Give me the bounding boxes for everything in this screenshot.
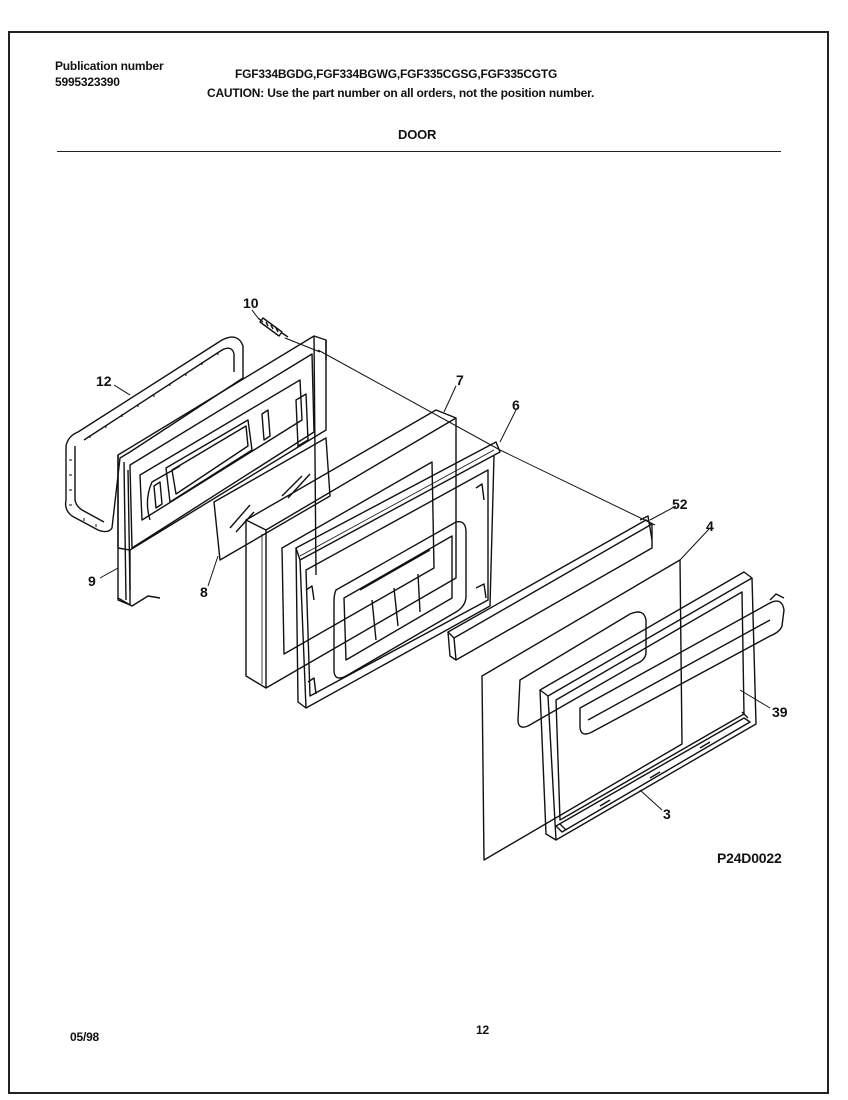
figure-code: P24D0022 [717, 850, 782, 866]
model-numbers: FGF334BGDG,FGF334BGWG,FGF335CGSG,FGF335C… [235, 67, 558, 81]
callout-39: 39 [772, 704, 788, 720]
publication-label: Publication number [55, 59, 164, 73]
callout-7: 7 [456, 372, 464, 388]
leader-lines [99, 309, 771, 811]
callout-3: 3 [663, 806, 671, 822]
header-divider [57, 151, 781, 152]
callout-8: 8 [200, 584, 208, 600]
page-number: 12 [476, 1023, 489, 1037]
part-52-trim-strip [447, 515, 653, 661]
callout-9: 9 [88, 573, 96, 589]
callout-12: 12 [96, 373, 112, 389]
publication-number: 5995323390 [55, 75, 120, 89]
part-9-inner-liner [117, 335, 327, 607]
part-8-window-glass [213, 437, 331, 561]
part-6-inner-panel [295, 441, 501, 709]
callout-10: 10 [243, 295, 259, 311]
callout-52: 52 [672, 496, 688, 512]
connector-line [317, 349, 501, 451]
callout-6: 6 [512, 397, 520, 413]
part-3-bottom-trim [555, 717, 751, 833]
part-12-gasket [64, 336, 244, 533]
callout-4: 4 [706, 518, 714, 534]
revision-date: 05/98 [70, 1030, 100, 1044]
part-10-screw [257, 317, 289, 338]
page-border [8, 31, 829, 1094]
part-39-frame-handle [539, 571, 785, 841]
caution-note: CAUTION: Use the part number on all orde… [207, 86, 595, 100]
part-4-outer-glass [481, 559, 683, 861]
part-7-insulation [245, 409, 457, 689]
connector-line [499, 449, 656, 526]
section-title: DOOR [398, 127, 437, 142]
